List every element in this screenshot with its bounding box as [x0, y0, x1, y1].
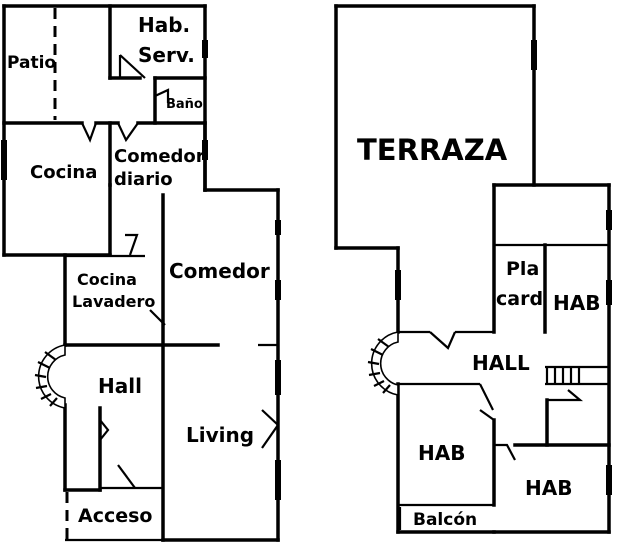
- room-label-balcon: Balcón: [413, 510, 477, 530]
- room-label-comedor: Comedor: [169, 259, 270, 283]
- room-label-living: Living: [186, 423, 254, 447]
- room-label-comedor-diario-line1: Comedor: [114, 146, 205, 167]
- room-label-terraza: TERRAZA: [357, 133, 508, 167]
- room-label-hab-bottom: HAB: [525, 476, 572, 500]
- room-label-acceso: Acceso: [78, 505, 152, 527]
- ground-floor-plan: Patio Hab. Serv. Baño Cocina Comedor dia…: [1, 4, 281, 542]
- room-label-hall: Hall: [98, 374, 142, 398]
- room-label-hab-left: HAB: [418, 441, 465, 465]
- room-label-patio: Patio: [7, 53, 56, 73]
- upper-floor-plan: TERRAZA Pla card HAB HALL HAB HAB Balcón: [334, 4, 612, 534]
- room-label-comedor-diario-line2: diario: [114, 169, 173, 190]
- room-label-hall-upper: HALL: [472, 351, 530, 375]
- room-label-hab-serv-line2: Serv.: [138, 43, 195, 67]
- room-label-placard-line2: card: [496, 288, 543, 310]
- room-label-cocina-lavadero-line2: Lavadero: [72, 292, 155, 311]
- room-label-placard-line1: Pla: [506, 258, 539, 280]
- room-label-hab-right: HAB: [553, 291, 600, 315]
- room-label-cocina-lavadero-line1: Cocina: [77, 270, 137, 289]
- room-label-bano: Baño: [166, 97, 203, 112]
- room-label-hab-serv-line1: Hab.: [138, 13, 190, 37]
- room-label-cocina: Cocina: [30, 162, 97, 183]
